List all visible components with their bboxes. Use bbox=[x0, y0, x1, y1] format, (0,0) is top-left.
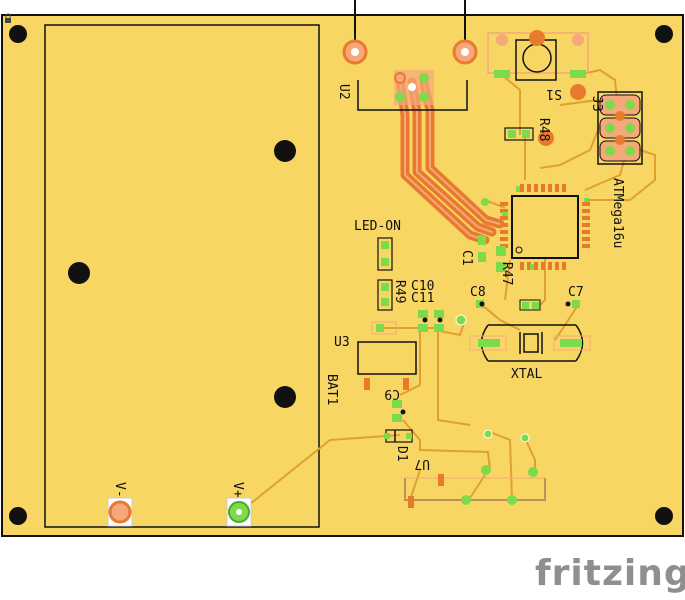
r48-resistor bbox=[504, 127, 554, 146]
label-u7: U7 bbox=[414, 456, 430, 471]
label-c10: C10 bbox=[411, 279, 434, 294]
s1-switch bbox=[487, 30, 589, 100]
d1-diode bbox=[384, 429, 413, 443]
label-v-minus: V- bbox=[112, 482, 127, 498]
c8-c7-capacitors bbox=[476, 299, 580, 311]
led-on-indicator bbox=[377, 237, 393, 271]
label-bat1: BAT1 bbox=[324, 374, 339, 405]
u3-regulator bbox=[357, 341, 417, 390]
mount-hole-bl bbox=[9, 507, 27, 525]
label-d1: D1 bbox=[394, 446, 409, 462]
label-j3: J3 bbox=[589, 96, 604, 112]
label-v-plus: V+ bbox=[230, 482, 245, 498]
label-c7: C7 bbox=[568, 285, 584, 300]
label-r49: R49 bbox=[392, 280, 407, 303]
battery-hole-3 bbox=[274, 386, 296, 408]
mount-hole-tr bbox=[655, 25, 673, 43]
label-s1: S1 bbox=[546, 86, 562, 101]
label-c9: C9 bbox=[384, 386, 400, 401]
lock-icon bbox=[5, 13, 11, 23]
battery-holder-outline bbox=[44, 24, 320, 528]
board-outline bbox=[1, 14, 684, 537]
r49-resistor bbox=[377, 279, 393, 311]
battery-hole-1 bbox=[274, 140, 296, 162]
xtal-crystal bbox=[469, 324, 591, 362]
signal-traces bbox=[239, 68, 656, 513]
label-c1: C1 bbox=[459, 250, 474, 266]
u7-component bbox=[404, 429, 546, 508]
label-c8: C8 bbox=[470, 285, 486, 300]
c1-capacitor bbox=[478, 198, 489, 262]
label-r48: R48 bbox=[536, 118, 551, 141]
label-r47: R47 bbox=[499, 262, 514, 285]
label-xtal: XTAL bbox=[511, 367, 542, 382]
mount-hole-tl bbox=[9, 25, 27, 43]
j3-header bbox=[597, 91, 643, 165]
label-u3: U3 bbox=[334, 335, 350, 350]
label-atmega: ATMega16u bbox=[610, 178, 625, 248]
label-led-on: LED-ON bbox=[354, 219, 401, 234]
c9-capacitor bbox=[392, 400, 406, 422]
battery-hole-2 bbox=[68, 262, 90, 284]
r47-resistor bbox=[496, 246, 506, 272]
c10-c11-capacitors bbox=[371, 310, 467, 335]
u2-usb-connector bbox=[342, 39, 478, 111]
label-u2: U2 bbox=[336, 84, 351, 100]
v-minus-terminal bbox=[107, 497, 133, 527]
label-c11: C11 bbox=[411, 291, 434, 306]
v-plus-terminal bbox=[226, 497, 252, 527]
mount-hole-br bbox=[655, 507, 673, 525]
fritzing-logo: fritzing bbox=[535, 553, 685, 594]
